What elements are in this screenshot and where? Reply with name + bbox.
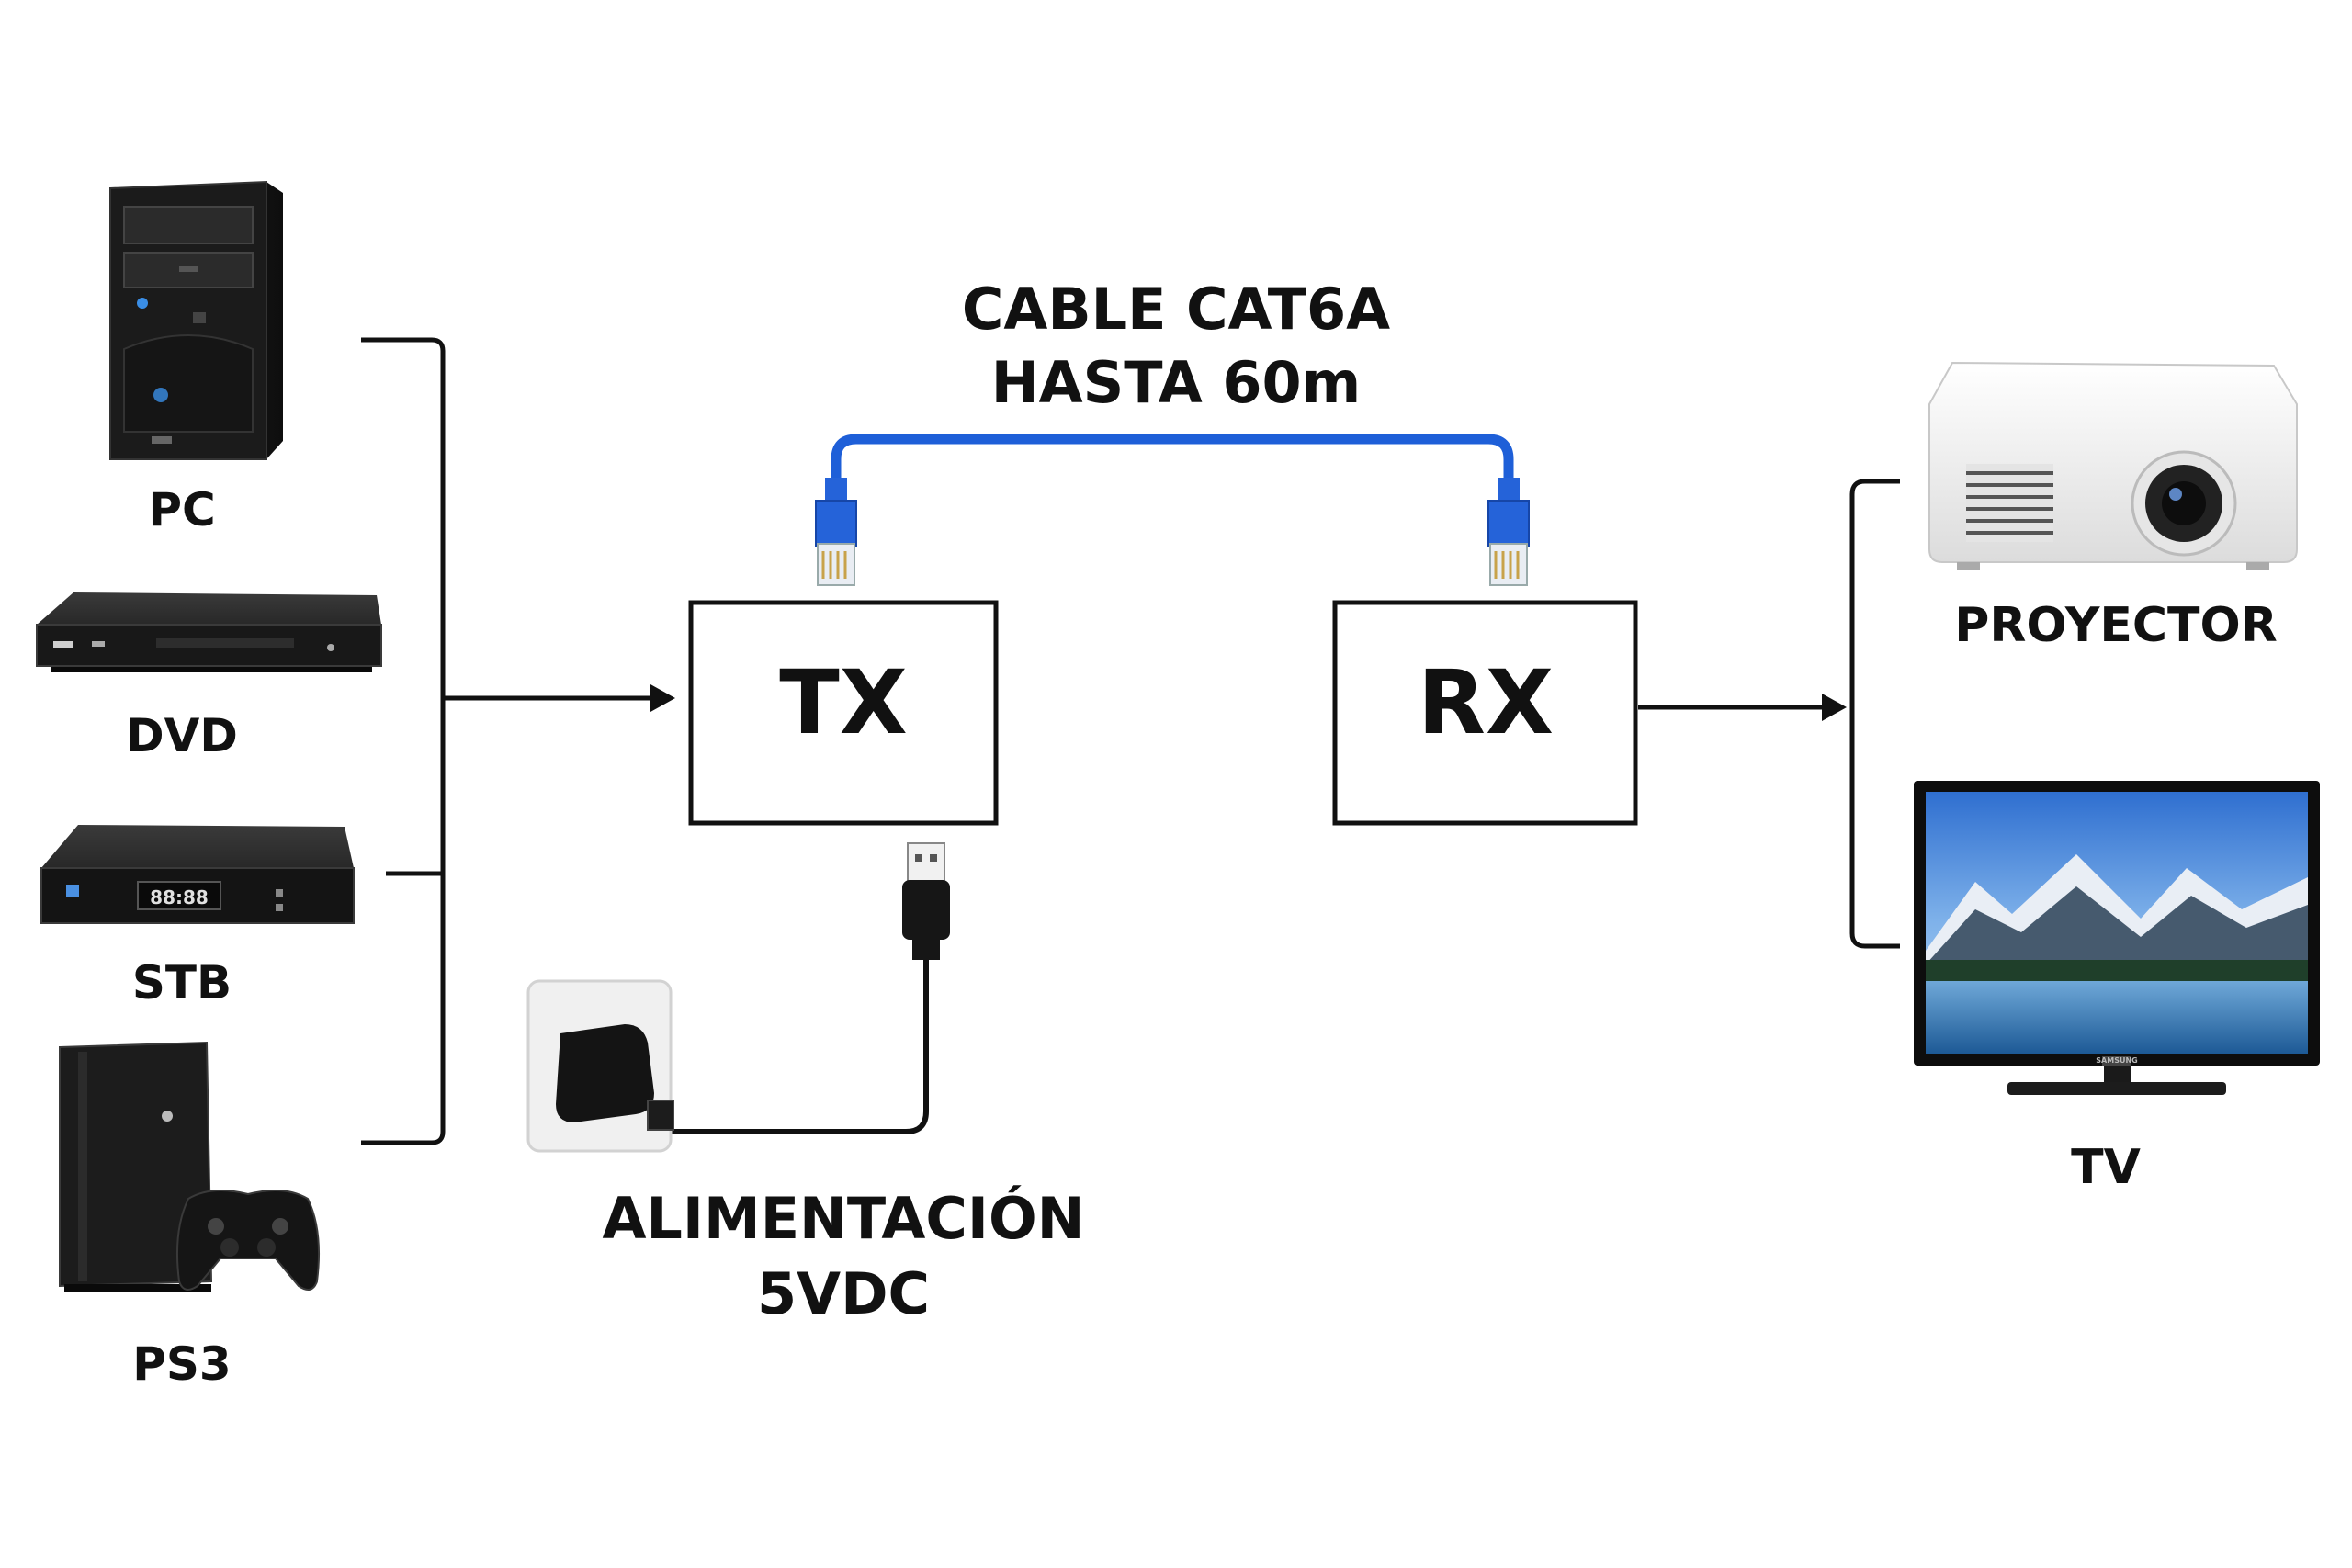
ps3-console-icon <box>59 1041 213 1292</box>
output-label-projector: PROYECTOR <box>1954 598 2278 653</box>
rx-label: RX <box>1418 651 1554 754</box>
output-bracket <box>1849 479 1900 949</box>
rx-box <box>1332 600 1638 826</box>
tv-brand: SAMSUNG <box>2096 1056 2137 1065</box>
tx-box <box>688 600 999 826</box>
source-label-pc: PC <box>148 483 215 536</box>
power-cable <box>669 960 929 1134</box>
source-label-ps3: PS3 <box>132 1337 231 1391</box>
tv-icon: SAMSUNG <box>1914 781 2320 1095</box>
output-label-tv: TV <box>2071 1140 2141 1195</box>
tx-label: TX <box>779 651 908 754</box>
source-label-stb: STB <box>132 956 232 1010</box>
source-label-dvd: DVD <box>126 709 238 762</box>
power-label-line2: 5VDC <box>757 1260 930 1327</box>
usb-plug-icon <box>902 842 950 960</box>
cat6a-cable <box>831 434 1514 492</box>
pc-tower-icon <box>109 180 283 460</box>
power-label-line1: ALIMENTACIÓN <box>602 1185 1084 1252</box>
ethernet-connector-icon <box>1487 478 1530 586</box>
wall-charger-icon <box>526 979 674 1153</box>
cable-label-line2: HASTA 60m <box>991 349 1361 416</box>
stb-display-readout: 88:88 <box>150 886 209 908</box>
cable-label-line1: CABLE CAT6A <box>962 276 1390 343</box>
gamepad-icon <box>175 1190 321 1291</box>
arrow-to-tx <box>650 684 675 712</box>
stb-box-icon: 88:88 <box>40 825 355 924</box>
arrow-to-outputs <box>1822 694 1847 721</box>
ethernet-connector-icon <box>815 478 857 586</box>
dvd-player-icon <box>36 592 382 672</box>
source-bracket <box>361 337 657 1145</box>
projector-icon <box>1928 361 2298 570</box>
